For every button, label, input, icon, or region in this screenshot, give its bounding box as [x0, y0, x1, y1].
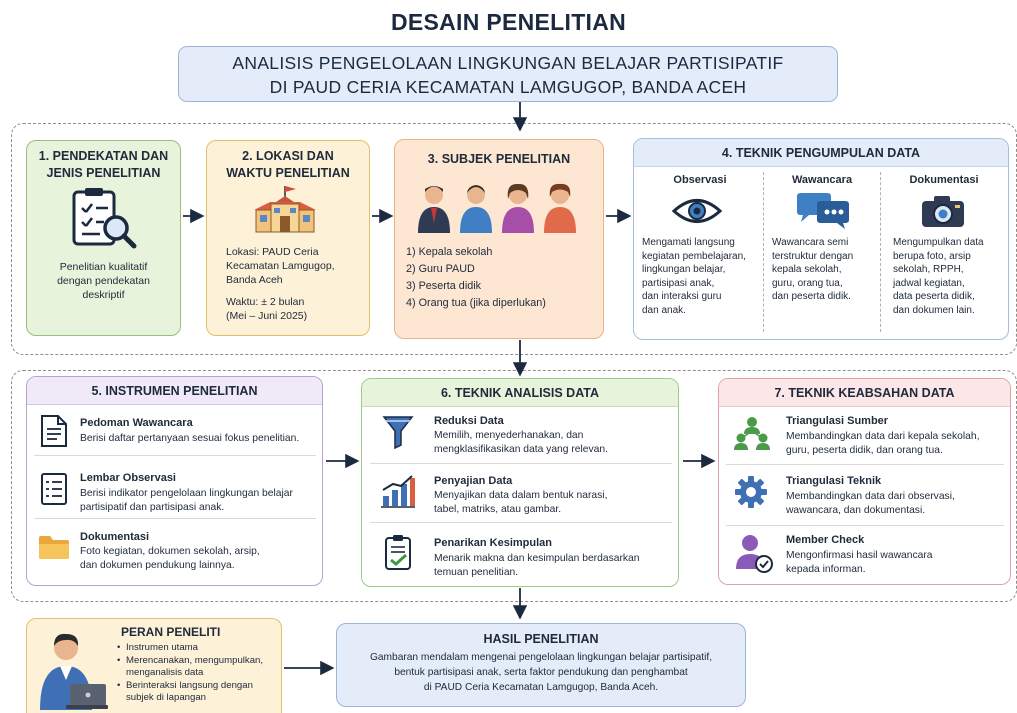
document-lines-icon — [41, 415, 67, 447]
divider — [370, 522, 672, 523]
speech-bubbles-icon — [797, 193, 849, 229]
box1-description: Penelitian kualitatif dengan pendekatan … — [57, 261, 150, 301]
member-check-title: Member Check — [786, 534, 865, 546]
bar-chart-icon — [381, 475, 415, 508]
lembar-observasi-title: Lembar Observasi — [80, 472, 176, 484]
subject-list: 1) Kepala sekolah 2) Guru PAUD 3) Pesert… — [406, 244, 602, 312]
source-network-icon — [734, 417, 770, 450]
divider — [34, 518, 316, 519]
triangulasi-sumber-title: Triangulasi Sumber — [786, 415, 889, 427]
penyajian-description: Menyajikan data dalam bentuk narasi, tab… — [434, 490, 608, 515]
list-item: •Merencanakan, mengumpulkan,menganalisis… — [117, 654, 264, 679]
school-building-icon — [254, 186, 316, 233]
topic-line: ANALISIS PENGELOLAAN LINGKUNGAN BELAJAR … — [232, 53, 784, 73]
observasi-title: Observasi — [673, 174, 727, 186]
folder-icon — [39, 536, 69, 559]
column-divider — [763, 172, 764, 332]
pedoman-title: Pedoman Wawancara — [80, 417, 193, 429]
page-title: DESAIN PENELITIAN — [390, 9, 627, 35]
box3-title: 3. SUBJEK PENELITIAN — [427, 152, 571, 166]
dokumentasi-title: Dokumentasi — [909, 174, 979, 186]
triangulasi-teknik-description: Membandingkan data dari observasi, wawan… — [786, 491, 955, 516]
clipboard-check-icon — [385, 535, 411, 570]
list-item: 1) Kepala sekolah — [406, 246, 493, 258]
observasi-description: Mengamati langsung kegiatan pembelajaran… — [642, 237, 746, 316]
box1-title: 1. PENDEKATAN DAN JENIS PENELITIAN — [38, 149, 169, 180]
list-item: 3) Peserta didik — [406, 280, 482, 292]
box6-title: 6. TEKNIK ANALISIS DATA — [362, 379, 678, 407]
divider — [726, 464, 1004, 465]
wawancara-title: Wawancara — [791, 174, 853, 186]
box2-waktu: Waktu: ± 2 bulan (Mei – Juni 2025) — [226, 296, 308, 322]
penyajian-title: Penyajian Data — [434, 475, 513, 487]
box-keabsahan-data — [718, 378, 1011, 585]
triangulasi-sumber-description: Membandingkan data dari kepala sekolah, … — [786, 431, 980, 456]
dokumentasi-instrumen-description: Foto kegiatan, dokumen sekolah, arsip, d… — [80, 546, 260, 571]
topic-line: DI PAUD CERIA KECAMATAN LAMGUGOP, BANDA … — [269, 77, 747, 97]
people-group-icon — [418, 183, 576, 233]
list-item: 2) Guru PAUD — [406, 263, 475, 275]
penarikan-title: Penarikan Kesimpulan — [434, 537, 552, 549]
camera-icon — [922, 196, 964, 227]
reduksi-title: Reduksi Data — [434, 415, 504, 427]
checklist-icon — [41, 473, 67, 505]
divider — [34, 455, 316, 456]
box4-title: 4. TEKNIK PENGUMPULAN DATA — [634, 139, 1008, 167]
triangulasi-teknik-title: Triangulasi Teknik — [786, 475, 882, 487]
box2-title: 2. LOKASI DAN WAKTU PENELITIAN — [226, 149, 350, 180]
member-check-description: Mengonfirmasi hasil wawancara kepada inf… — [786, 550, 933, 575]
funnel-icon — [382, 416, 414, 449]
box-instrumen — [26, 376, 323, 586]
dokumentasi-instrumen-title: Dokumentasi — [80, 531, 150, 543]
list-item: 4) Orang tua (jika diperlukan) — [406, 297, 546, 309]
peran-bullets: •Instrumen utama •Merencanakan, mengumpu… — [116, 642, 282, 705]
box2-lokasi: Lokasi: PAUD Ceria Kecamatan Lamgugop, B… — [226, 246, 335, 286]
wawancara-description: Wawancara semi terstruktur dengan kepala… — [772, 237, 854, 302]
peran-title: PERAN PENELITI — [121, 625, 221, 639]
box-lokasi — [206, 140, 370, 336]
pedoman-description: Berisi daftar pertanyaan sesuai fokus pe… — [80, 433, 300, 444]
hasil-title: HASIL PENELITIAN — [483, 632, 599, 646]
box-subjek — [394, 139, 604, 339]
box7-title: 7. TEKNIK KEABSAHAN DATA — [719, 379, 1010, 407]
dokumentasi-description: Mengumpulkan data berupa foto, arsip sek… — [893, 237, 984, 316]
box-hasil-penelitian — [336, 623, 746, 707]
box-pengumpulan-data — [633, 138, 1009, 340]
gear-icon — [735, 476, 767, 508]
box5-title: 5. INSTRUMEN PENELITIAN — [27, 377, 322, 405]
user-check-icon — [736, 535, 773, 573]
researcher-laptop-icon — [40, 633, 108, 710]
research-topic-box: ANALISIS PENGELOLAAN LINGKUNGAN BELAJAR … — [178, 46, 838, 102]
clipboard-magnifier-icon — [72, 188, 137, 249]
list-item: •Instrumen utama — [117, 642, 198, 653]
column-divider — [880, 172, 881, 332]
hasil-description: Gambaran mendalam mengenai pengelolaan l… — [369, 652, 713, 693]
divider — [370, 463, 672, 464]
divider — [726, 525, 1004, 526]
lembar-observasi-description: Berisi indikator pengelolaan lingkungan … — [80, 488, 293, 513]
eye-icon — [672, 199, 722, 223]
penarikan-description: Menarik makna dan kesimpulan berdasarkan… — [434, 553, 640, 578]
reduksi-description: Memilih, menyederhanakan, dan mengklasif… — [434, 430, 609, 455]
